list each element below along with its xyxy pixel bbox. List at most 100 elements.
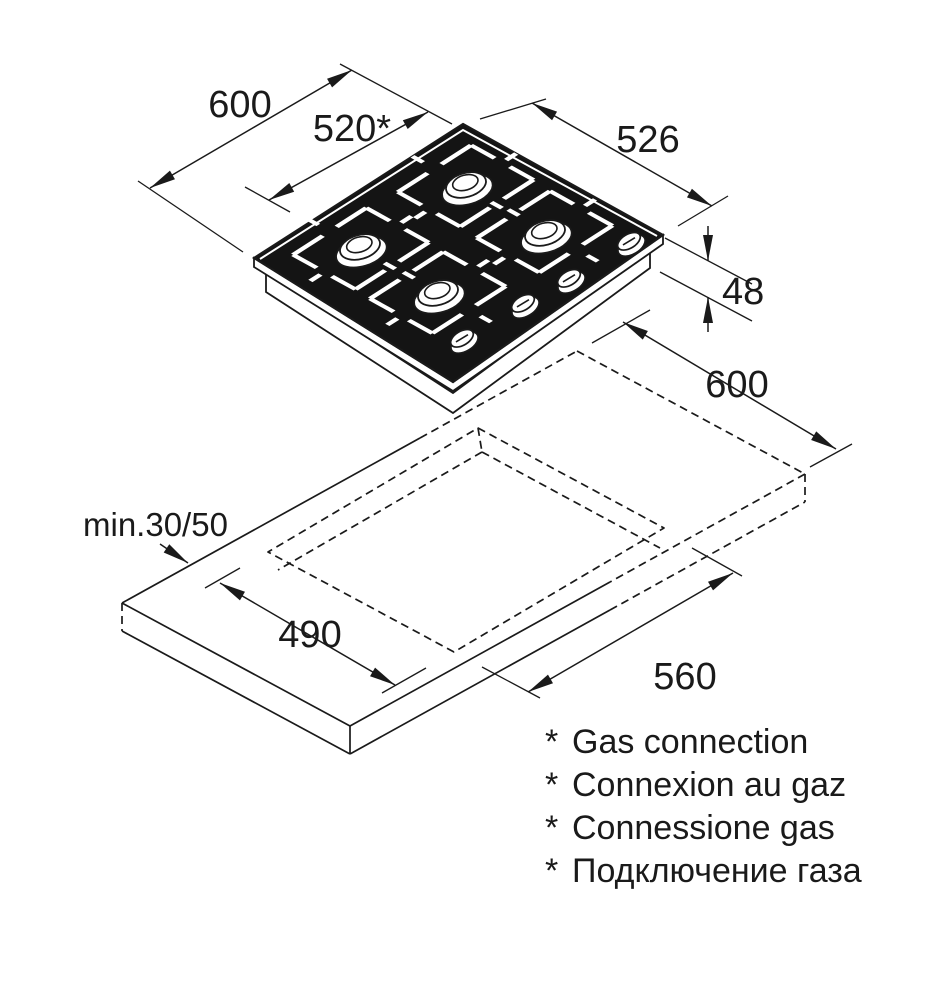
cutout-wall-corner xyxy=(477,427,483,453)
worktop-bottom-sw xyxy=(121,630,351,755)
grate-bar xyxy=(403,228,431,244)
burner-cap xyxy=(413,279,466,315)
dim-gas-offset: 520* xyxy=(313,108,391,150)
dim-line-gas-offset xyxy=(268,111,429,201)
grate-bar xyxy=(305,217,321,227)
grate-bar xyxy=(458,206,493,228)
grate-bar xyxy=(513,258,542,274)
knob-slot xyxy=(562,273,576,283)
grate-bar xyxy=(480,272,508,288)
grate-bar xyxy=(353,269,388,291)
dim-line-worktop-depth xyxy=(622,321,837,450)
knob-slot xyxy=(455,333,469,343)
dim-hob-depth: 526 xyxy=(616,119,679,161)
burner-cap xyxy=(441,171,494,207)
grate-bar xyxy=(434,212,463,228)
grate-bar xyxy=(441,250,469,267)
grate-bar xyxy=(430,313,465,335)
knob-slot xyxy=(516,298,530,308)
grate-bar xyxy=(368,297,396,313)
dim-line-hob-depth xyxy=(531,102,713,207)
grate-bar xyxy=(364,206,392,223)
grate-bar xyxy=(382,261,398,271)
worktop-edge-se-dashed xyxy=(609,473,806,583)
ext-line xyxy=(677,195,729,227)
dim-line-hob-width xyxy=(149,69,353,189)
dim-line-cutout-depth xyxy=(219,582,396,686)
grate-bar xyxy=(474,236,503,253)
grate-bar xyxy=(385,317,400,327)
cutout-wall-ne xyxy=(481,451,661,549)
worktop-edge-se-solid xyxy=(349,581,611,727)
dimension-annotations: 600 520* 526 48 600 490 560 min.30/ xyxy=(83,63,853,699)
leader-line-clearance xyxy=(159,543,189,564)
grate-bar xyxy=(396,241,431,263)
grate-bar xyxy=(507,165,536,182)
grate-bar xyxy=(330,275,358,291)
dim-cutout-width: 560 xyxy=(653,656,716,698)
ext-line xyxy=(591,309,651,344)
grate-bar xyxy=(501,178,536,200)
grate-bar xyxy=(580,224,615,246)
grate-bar xyxy=(334,206,369,228)
control-knob xyxy=(510,293,540,320)
dim-side-clearance: min.30/50 xyxy=(83,506,228,543)
grate-bar xyxy=(411,250,446,272)
worktop-edge-ne xyxy=(576,350,806,475)
ext-line xyxy=(381,667,427,694)
control-knob xyxy=(449,328,479,355)
grate-bar xyxy=(476,258,491,268)
grate-bar xyxy=(406,318,435,335)
footnote-connessione-gas: *Connessione gas xyxy=(545,809,835,847)
grate-bar xyxy=(504,152,519,162)
grate-bar xyxy=(399,215,414,224)
grate-bar xyxy=(478,314,493,324)
grate-bar xyxy=(291,253,319,270)
ext-line xyxy=(659,271,753,322)
pan-support-grates xyxy=(291,143,615,335)
worktop-edge-nw-solid xyxy=(121,437,421,604)
ext-line xyxy=(339,63,453,125)
control-knobs xyxy=(449,231,646,355)
cutout-opening xyxy=(267,427,665,653)
ext-line xyxy=(691,547,743,577)
ext-line xyxy=(244,186,291,213)
grate-bar xyxy=(439,144,474,166)
grate-bar xyxy=(473,285,508,307)
burner-cap xyxy=(335,233,388,269)
footnote-podkljuchenie-gaza: *Подключение газа xyxy=(545,852,862,890)
footnotes: *Gas connection *Connexion au gaz *Conne… xyxy=(545,723,862,890)
grate-bar xyxy=(469,143,497,160)
worktop-edge-nw-dashed xyxy=(419,350,578,439)
control-knob xyxy=(556,268,586,295)
dim-hob-width: 600 xyxy=(208,84,271,126)
cutout-wall-nw xyxy=(277,451,483,571)
grate-bar xyxy=(506,208,521,217)
grate-bar xyxy=(537,252,571,274)
grate-bar xyxy=(413,210,428,220)
control-knob xyxy=(616,231,646,258)
footnote-gas-connection: *Gas connection xyxy=(545,723,808,761)
ext-line xyxy=(809,443,853,468)
knob-slot xyxy=(622,236,636,246)
grate-bar xyxy=(491,256,507,266)
dim-worktop-depth: 600 xyxy=(705,364,768,406)
ext-line xyxy=(204,567,241,589)
grate-bar xyxy=(367,278,402,300)
footnote-connexion-au-gaz: *Connexion au gaz xyxy=(545,766,846,804)
grate-bar xyxy=(585,254,600,263)
dim-line-cutout-width xyxy=(527,572,734,693)
hob-body-side xyxy=(265,246,651,415)
dim-cutout-depth: 490 xyxy=(278,614,341,656)
burner-cap xyxy=(520,219,573,255)
grate-bar xyxy=(489,201,504,210)
ext-line xyxy=(481,666,541,699)
dim-hob-height: 48 xyxy=(722,271,764,313)
ext-line xyxy=(137,180,244,253)
ext-line xyxy=(479,98,547,120)
burner-caps xyxy=(335,171,573,315)
grate-bar xyxy=(291,234,325,256)
grate-bar xyxy=(586,211,615,227)
